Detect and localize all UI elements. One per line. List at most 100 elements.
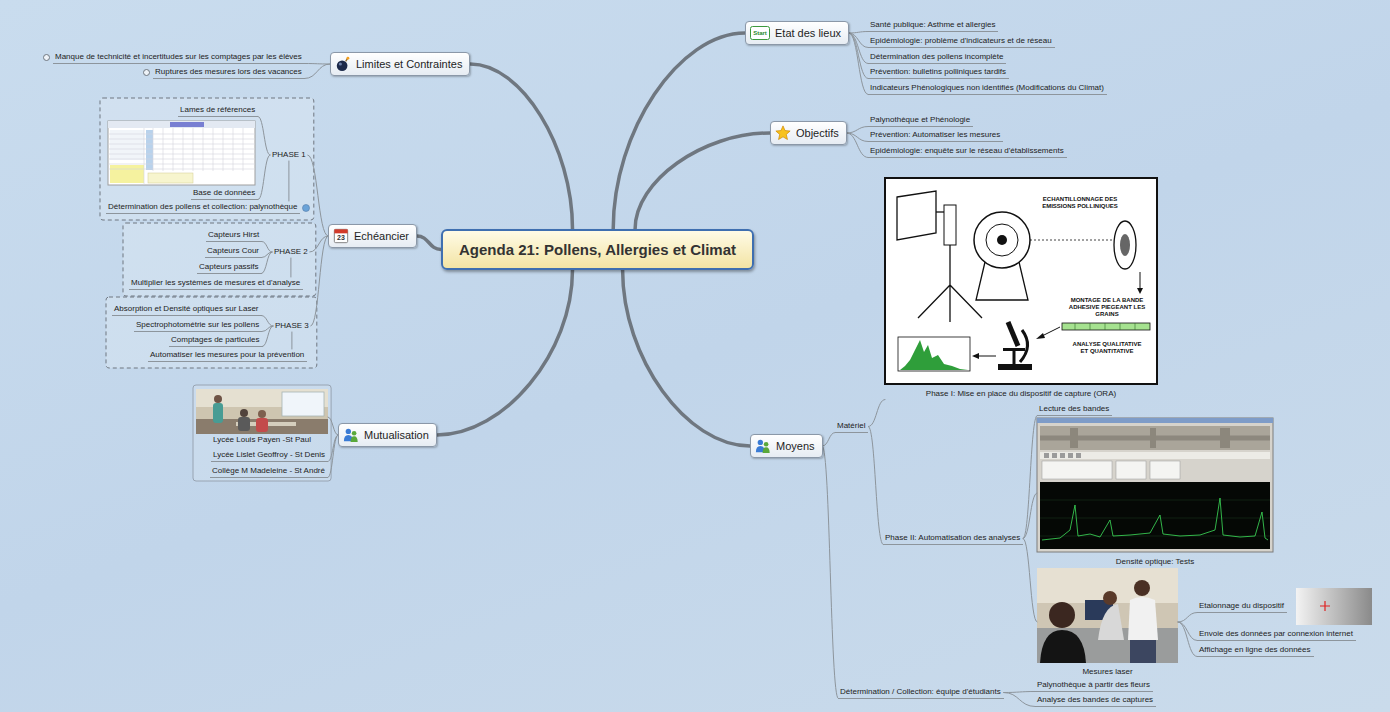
software-screenshot xyxy=(1037,418,1273,552)
node-text: Affichage en ligne des données xyxy=(1199,645,1311,654)
sub-branch xyxy=(258,117,270,156)
ppl-icon xyxy=(755,438,771,454)
main-branch xyxy=(470,64,572,229)
group-frame xyxy=(193,385,331,481)
phase-boundary xyxy=(100,98,314,220)
ppl-icon xyxy=(343,427,359,443)
subtopic: Etalonnage du dispositif xyxy=(1197,600,1287,613)
node-text: Limites et Contraintes xyxy=(356,57,462,71)
node-text: Etalonnage du dispositif xyxy=(1199,601,1284,610)
node-text: Epidémiologie: enquête sur le réseau d'é… xyxy=(870,146,1064,155)
node-text: Base de données xyxy=(193,188,255,197)
node-text: Mesures laser xyxy=(1079,666,1135,678)
subtopic: Epidémiologie: enquête sur le réseau d'é… xyxy=(868,145,1067,158)
phase-boundary xyxy=(123,223,316,296)
sub-branch xyxy=(1023,416,1037,539)
node-text: Indicateurs Phénologiques non identifiés… xyxy=(870,83,1104,92)
subtopic: Envoie des données par connexion interne… xyxy=(1197,628,1356,641)
subtopic: Lecture des bandes xyxy=(1037,403,1112,416)
sub-branch xyxy=(1004,692,1035,693)
subtopic: Affichage en ligne des données xyxy=(1197,644,1314,657)
node-text: Comptages de particules xyxy=(171,335,260,344)
figure-caption: MONTAGE DE LA BANDE ADHESIVE PIEGEANT LE… xyxy=(1064,297,1150,318)
node-text: PHASE 2 xyxy=(274,247,308,256)
sub-branch xyxy=(849,32,868,34)
sub-branch xyxy=(288,161,289,201)
subtopic: Phase II: Automatisation des analyses xyxy=(883,532,1023,545)
sub-branch xyxy=(847,133,868,158)
subtopic: Santé publique: Asthme et allergies xyxy=(868,19,998,32)
subtopic: Détermination des pollens et collection:… xyxy=(106,201,300,214)
main-branch xyxy=(417,236,441,250)
bomb-icon xyxy=(335,56,351,72)
sub-branch xyxy=(1023,493,1037,539)
capture-device-drawing xyxy=(885,178,1157,384)
node-text: Lycée Louis Payen -St Paul xyxy=(210,434,314,446)
node-text: Envoie des données par connexion interne… xyxy=(1199,629,1353,638)
subtopic: Capteurs passifs xyxy=(197,261,262,274)
node-text: Détermination / Collection: équipe d'étu… xyxy=(840,687,1001,696)
sub-branch xyxy=(328,435,338,478)
people-icon xyxy=(343,427,359,443)
subtopic: Comptages de particules xyxy=(169,334,263,347)
subtopic: Palynothèque à partir des fleurs xyxy=(1035,679,1153,692)
subtopic: Base de données xyxy=(191,187,258,200)
sub-branch xyxy=(311,236,328,326)
node-text: Analyse des bandes de captures xyxy=(1037,695,1153,704)
phase-boundary xyxy=(106,297,317,368)
sub-branch xyxy=(869,427,884,545)
image-topic: Lycée Louis Payen -St Paul xyxy=(196,388,328,446)
subtopic: Palynothèque et Phénologie xyxy=(868,114,973,127)
sub-branch xyxy=(869,400,886,427)
node-text: Santé publique: Asthme et allergies xyxy=(870,20,995,29)
sub-branch xyxy=(1178,613,1197,623)
people-icon xyxy=(755,438,771,454)
main-branch xyxy=(635,133,770,229)
central-topic: Agenda 21: Pollens, Allergies et Climat xyxy=(441,229,754,270)
collapse-marker xyxy=(43,54,50,61)
subtopic: Collège M Madeleine - St André xyxy=(210,465,328,478)
node-text: Densité optique: Tests xyxy=(1113,556,1198,568)
node-text: Multiplier les systèmes de mesures et d'… xyxy=(131,278,300,287)
node-text: Epidémiologie: problème d'indicateurs et… xyxy=(870,36,1052,45)
node-text: Matériel xyxy=(837,421,865,430)
subtopic: Absorption et Densité optiques sur Laser xyxy=(112,303,262,316)
node-text: Capteurs Cour xyxy=(207,246,259,255)
sub-branch xyxy=(847,127,868,134)
subtopic: Multiplier les systèmes de mesures et d'… xyxy=(129,277,303,290)
node-text: PHASE 3 xyxy=(275,321,309,330)
node-text: Lecture des bandes xyxy=(1039,404,1109,413)
subtopic: Automatiser les mesures pour la préventi… xyxy=(148,349,307,362)
phase-topic: PHASE 3 xyxy=(273,320,311,332)
node-text: Mutualisation xyxy=(364,428,429,442)
node-text: Automatiser les mesures pour la préventi… xyxy=(150,350,304,359)
sub-branch xyxy=(290,258,291,277)
sub-branch xyxy=(849,33,868,95)
main-topic: StartEtat des lieux xyxy=(745,21,849,45)
node-text: Capteurs Hirst xyxy=(208,230,259,239)
subtopic: Lycée Lislet Geoffroy - St Denis xyxy=(211,449,328,462)
sub-branch xyxy=(291,332,292,349)
subtopic: Lames de références xyxy=(178,104,258,117)
node-text: Spectrophotométrie sur les pollens xyxy=(136,320,259,329)
subtopic: Epidémiologie: problème d'indicateurs et… xyxy=(868,35,1055,48)
main-topic: 23Echéancier xyxy=(328,224,417,248)
start-icon: Start xyxy=(750,25,770,41)
node-text: Palynothèque à partir des fleurs xyxy=(1037,680,1150,689)
sub-branch xyxy=(823,433,836,447)
subtopic: Prévention: bulletins polliniques tardif… xyxy=(868,66,1009,79)
node-text: Echéancier xyxy=(354,229,409,243)
star-icon xyxy=(775,125,791,141)
main-branch xyxy=(623,270,750,446)
calibration-image xyxy=(1296,588,1372,625)
node-text: Ruptures des mesures lors des vacances xyxy=(155,67,302,76)
subtopic: Indicateurs Phénologiques non identifiés… xyxy=(868,82,1107,95)
sub-branch xyxy=(262,242,272,253)
phase-topic: PHASE 1 xyxy=(270,149,308,161)
node-text: Collège M Madeleine - St André xyxy=(212,466,325,475)
sub-branch xyxy=(263,326,274,347)
node-text: Palynothèque et Phénologie xyxy=(870,115,970,124)
sub-branch xyxy=(823,446,839,699)
node-text: Agenda 21: Pollens, Allergies et Climat xyxy=(459,241,736,258)
